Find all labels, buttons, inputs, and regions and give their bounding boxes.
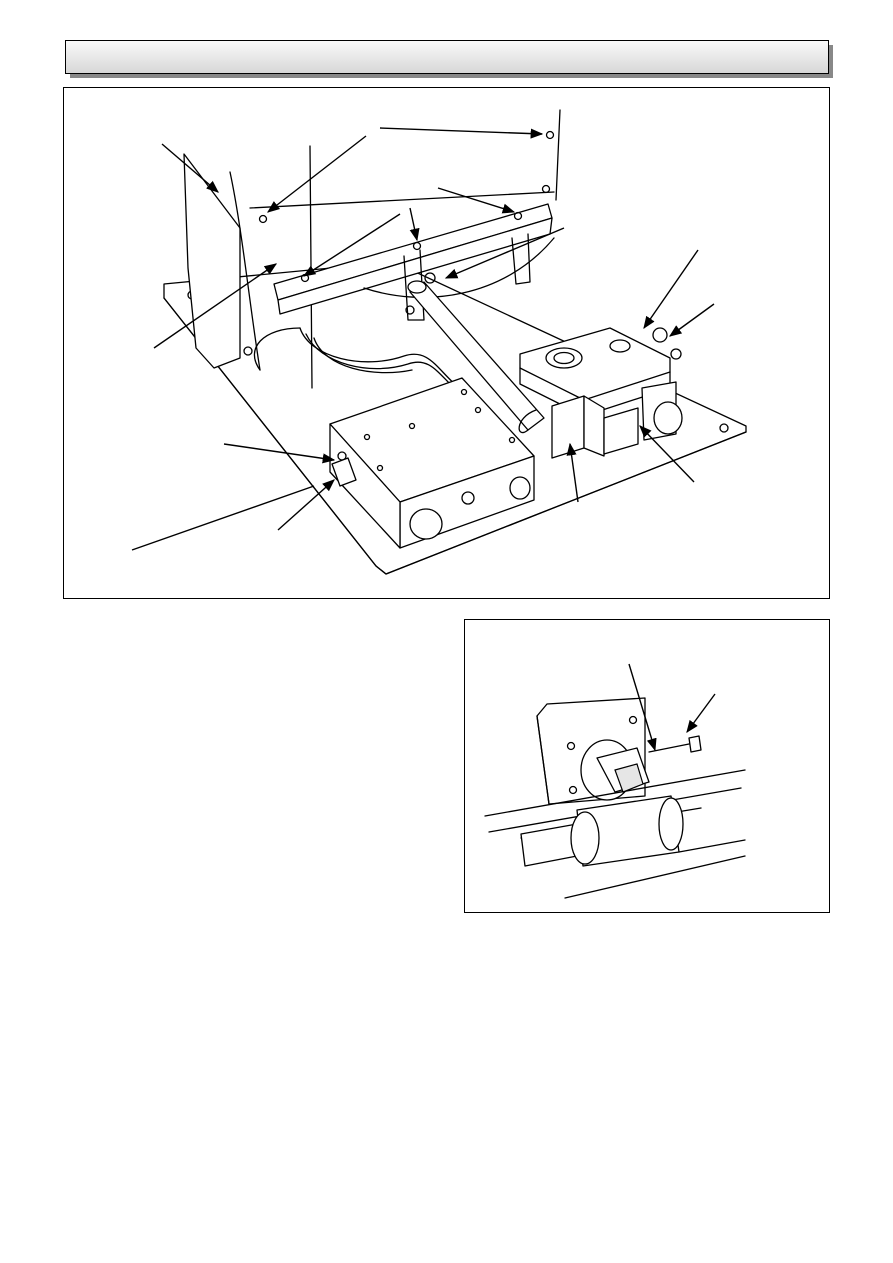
gas-pipe-left xyxy=(520,823,578,867)
inset-leader-lines xyxy=(628,663,716,752)
header-bar xyxy=(65,40,829,74)
base-screw-3 xyxy=(719,423,729,433)
main-figure-frame xyxy=(63,87,830,599)
isolation-valve-illustration xyxy=(484,663,746,899)
leader-lines xyxy=(131,127,715,551)
header-bar-shadow-right xyxy=(829,45,833,78)
control-knob-right xyxy=(509,476,531,500)
inset-figure-frame xyxy=(464,619,830,913)
base-screw-2 xyxy=(243,346,253,356)
boiler-control-assembly-illustration xyxy=(131,109,747,575)
control-knob-left xyxy=(409,508,443,540)
cable-gland xyxy=(331,457,357,487)
header-bar-shadow xyxy=(70,74,833,78)
